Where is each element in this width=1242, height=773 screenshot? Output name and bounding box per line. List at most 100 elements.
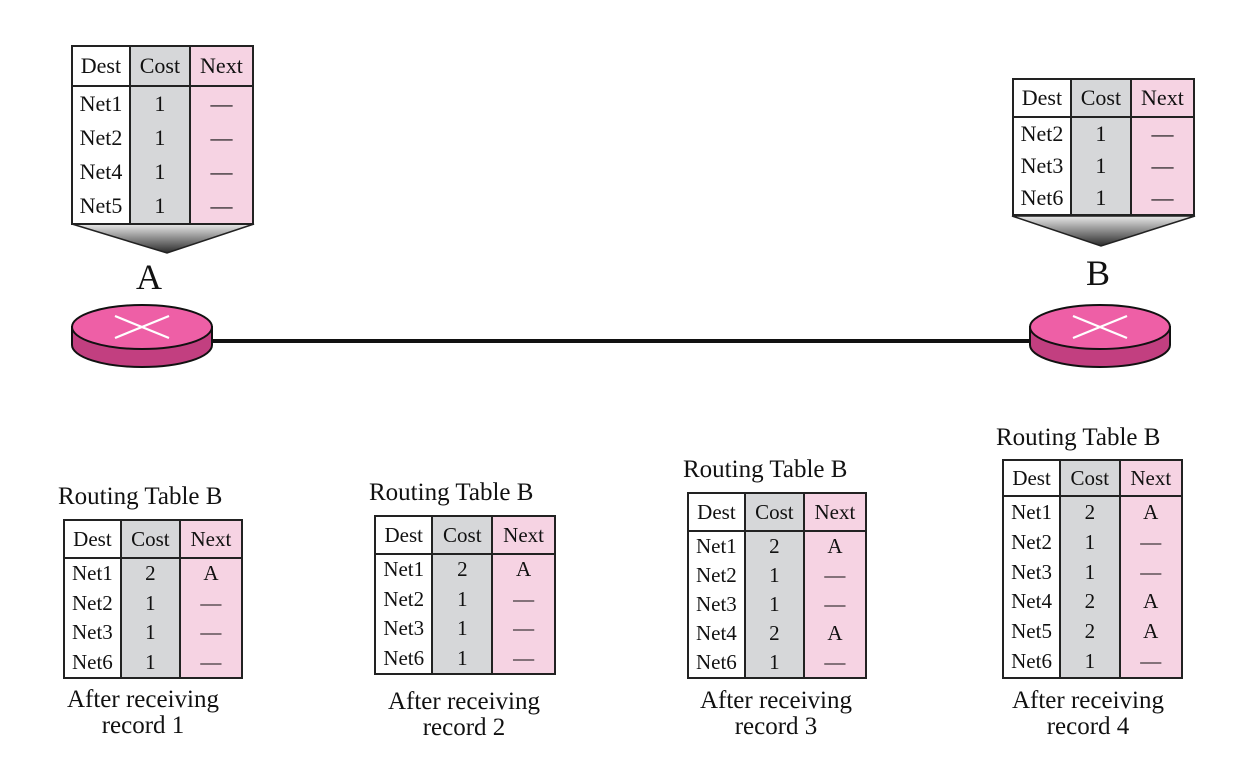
table-row: Net6 1 — — [1013, 181, 1194, 215]
router-b-label: B — [1086, 253, 1111, 293]
cell-dest: Net2 — [375, 584, 434, 614]
cell-cost: 1 — [120, 617, 181, 648]
table-row: Net3 1 — — [64, 617, 242, 648]
table-row: Net5 1 — — [72, 188, 253, 224]
header-cost: Cost — [120, 520, 181, 559]
update-3-caption: After receiving record 3 — [666, 688, 886, 740]
cell-next: A — [1119, 616, 1182, 647]
table-row: Net1 1 — — [72, 86, 253, 122]
header-dest: Dest — [1013, 79, 1072, 118]
update-1-caption: After receiving record 1 — [33, 687, 253, 739]
router-a-icon[interactable] — [71, 304, 213, 368]
cell-next: — — [1119, 557, 1182, 587]
header-cost: Cost — [432, 516, 494, 555]
table-a-pointer — [71, 223, 255, 254]
cell-dest: Net1 — [72, 86, 131, 122]
table-row: Net1 2 A — [1003, 496, 1182, 528]
cell-next: — — [1130, 150, 1194, 182]
cell-next: — — [1130, 181, 1194, 215]
header-dest: Dest — [64, 520, 122, 559]
cell-next: A — [803, 618, 866, 648]
header-cost: Cost — [1070, 79, 1132, 118]
header-cost: Cost — [1060, 460, 1121, 497]
table-row: Net6 1 — — [375, 643, 555, 674]
cell-next: — — [1130, 117, 1194, 151]
table-row: Net1 2 A — [64, 558, 242, 589]
cell-next: — — [189, 86, 253, 122]
routing-table-a: Dest Cost Next Net1 1 — Net2 1 — Net4 1 … — [71, 45, 254, 225]
table-row: Net3 1 — — [375, 613, 555, 644]
cell-next: A — [492, 554, 555, 585]
table-row: Net6 1 — — [688, 647, 866, 678]
update-4-caption: After receiving record 4 — [978, 688, 1198, 740]
cell-dest: Net4 — [688, 618, 746, 648]
table-row: Net2 1 — — [72, 121, 253, 155]
cell-cost: 2 — [432, 554, 494, 585]
table-row: Net1 2 A — [688, 531, 866, 562]
cell-next: — — [179, 588, 242, 618]
table-row: Net4 1 — — [72, 154, 253, 189]
cell-dest: Net5 — [1003, 616, 1062, 647]
cell-dest: Net3 — [688, 590, 746, 619]
caption-line-2: record 3 — [734, 713, 818, 740]
update-1-title: Routing Table B — [58, 483, 223, 510]
caption-line-1: After receiving — [387, 688, 540, 715]
cell-cost: 1 — [129, 188, 191, 224]
header-next: Next — [492, 516, 555, 555]
header-next: Next — [803, 493, 866, 532]
cell-dest: Net6 — [1013, 181, 1072, 215]
update-2-caption: After receiving record 2 — [354, 689, 574, 741]
cell-next: — — [189, 188, 253, 224]
cell-next: — — [179, 617, 242, 648]
cell-cost: 1 — [129, 121, 191, 155]
cell-dest: Net6 — [64, 647, 122, 678]
cell-next: — — [1119, 527, 1182, 558]
cell-cost: 1 — [432, 613, 494, 644]
table-row: Net2 1 — — [688, 561, 866, 591]
cell-cost: 1 — [129, 154, 191, 189]
cell-cost: 2 — [744, 618, 805, 648]
cell-next: — — [803, 590, 866, 619]
cell-cost: 1 — [1060, 527, 1121, 558]
cell-dest: Net3 — [1013, 150, 1072, 182]
cell-cost: 2 — [1060, 616, 1121, 647]
cell-dest: Net6 — [1003, 646, 1062, 678]
table-row: Net1 2 A — [375, 554, 555, 585]
cell-cost: 2 — [1060, 496, 1121, 528]
header-next: Next — [189, 46, 253, 87]
cell-dest: Net1 — [688, 531, 746, 562]
cell-dest: Net2 — [72, 121, 131, 155]
cell-dest: Net2 — [1003, 527, 1062, 558]
cell-cost: 1 — [432, 584, 494, 614]
caption-line-2: record 1 — [101, 712, 185, 739]
cell-dest: Net1 — [1003, 496, 1062, 528]
cell-next: — — [1119, 646, 1182, 678]
caption-line-2: record 2 — [422, 714, 506, 741]
cell-cost: 1 — [120, 588, 181, 618]
cell-cost: 1 — [744, 590, 805, 619]
caption-line-1: After receiving — [699, 687, 852, 714]
cell-next: — — [803, 561, 866, 591]
cell-next: — — [492, 584, 555, 614]
header-dest: Dest — [1003, 460, 1062, 497]
routing-table-b-update-3: Dest Cost Next Net1 2 A Net2 1 — Net3 1 … — [687, 492, 867, 679]
cell-dest: Net2 — [1013, 117, 1072, 151]
table-row: Net6 1 — — [1003, 646, 1182, 678]
cell-dest: Net5 — [72, 188, 131, 224]
caption-line-1: After receiving — [66, 686, 219, 713]
cell-cost: 2 — [744, 531, 805, 562]
cell-cost: 2 — [1060, 587, 1121, 617]
header-dest: Dest — [375, 516, 434, 555]
cell-next: — — [189, 121, 253, 155]
routing-table-b-update-1: Dest Cost Next Net1 2 A Net2 1 — Net3 1 … — [63, 519, 243, 679]
update-2-title: Routing Table B — [369, 479, 534, 506]
cell-next: A — [179, 558, 242, 589]
table-row: Net2 1 — — [1013, 117, 1194, 151]
cell-dest: Net4 — [1003, 587, 1062, 617]
table-row: Net2 1 — — [1003, 527, 1182, 558]
cell-dest: Net2 — [688, 561, 746, 591]
table-b-pointer — [1011, 215, 1196, 247]
router-b-icon[interactable] — [1029, 304, 1171, 368]
table-row: Net4 2 A — [1003, 587, 1182, 617]
cell-cost: 1 — [432, 643, 494, 674]
